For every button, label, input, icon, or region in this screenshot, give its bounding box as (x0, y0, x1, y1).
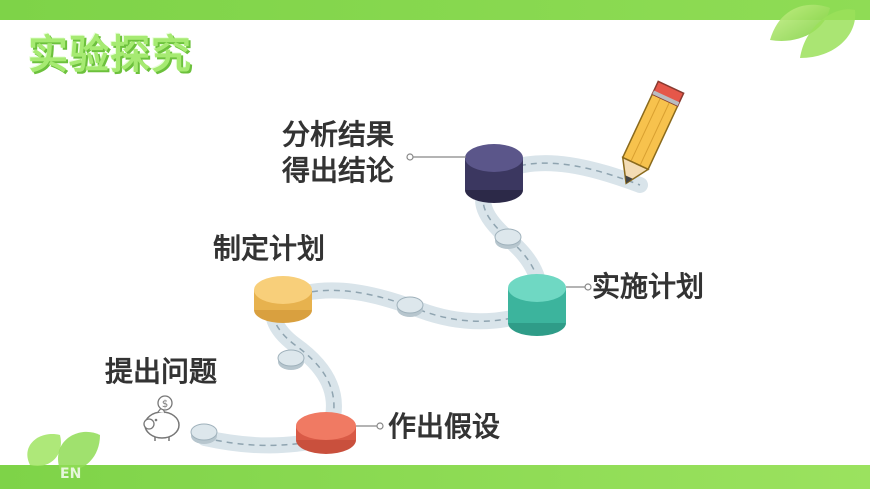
leaf-icon (27, 431, 100, 471)
connector-disc (396, 296, 424, 317)
label-analyze-line2: 得出结论 (282, 154, 395, 187)
piggy-bank-icon (143, 405, 180, 441)
bottom-green-bar (0, 465, 870, 489)
plan-node (254, 276, 312, 323)
label-hypothesis: 作出假设 (388, 410, 501, 443)
analyze-node (465, 144, 523, 203)
label-plan: 制定计划 (213, 232, 326, 265)
label-analyze-line1: 分析结果 (282, 118, 395, 151)
page-title: 实验探究 (28, 32, 192, 78)
label-connector (356, 422, 384, 430)
label-connector (566, 283, 592, 291)
dollar-coin-icon: $ (157, 395, 173, 411)
leaf-icon (770, 4, 856, 58)
svg-text:$: $ (162, 399, 168, 410)
connector-disc (277, 349, 305, 370)
execute-node (508, 274, 566, 336)
connector-disc (494, 228, 522, 249)
label-ask: 提出问题 (105, 355, 218, 388)
label-connector (406, 153, 466, 161)
hypothesis-node (296, 412, 356, 454)
connector-disc (190, 423, 218, 444)
watermark-text: EN (60, 466, 81, 482)
top-green-bar (0, 0, 870, 20)
label-execute: 实施计划 (592, 270, 705, 303)
pencil-icon (621, 80, 685, 185)
